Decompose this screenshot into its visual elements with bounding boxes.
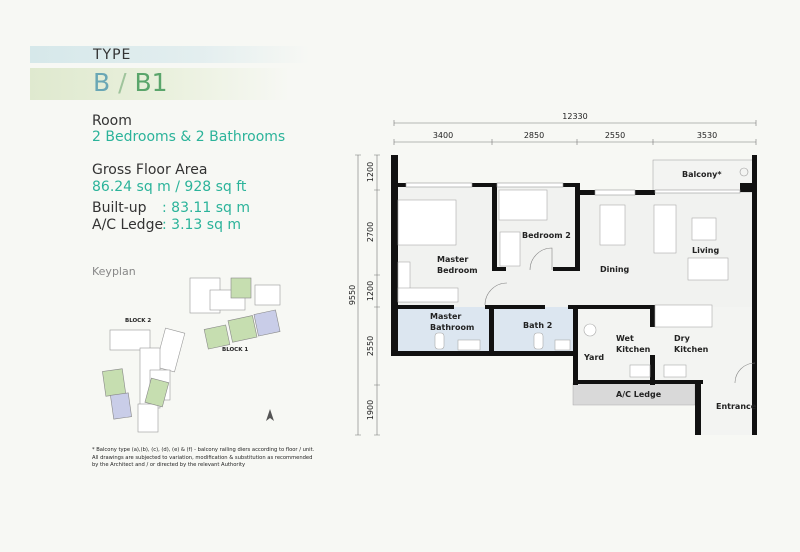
note-line: by the Architect and / or directed by th… <box>92 462 246 468</box>
floor-drain-icon <box>739 167 749 177</box>
sofa <box>653 204 677 254</box>
room-master-bathroom: Master <box>430 312 461 321</box>
dim-depth: 2700 <box>366 222 375 242</box>
furniture <box>397 189 729 378</box>
dining-table <box>599 204 626 246</box>
keyplan-unit-b1 <box>253 309 281 337</box>
sink <box>629 364 651 378</box>
north-arrow-icon <box>266 409 274 421</box>
type-band <box>30 46 310 63</box>
keyplan-unit-b <box>144 377 170 408</box>
keyplan-unit-b <box>230 277 252 299</box>
dim-depth: 1200 <box>366 162 375 182</box>
unit-type-title: B / B1 <box>93 68 168 97</box>
toilet-icon <box>434 332 445 350</box>
room-value: 2 Bedrooms & 2 Bathrooms <box>92 129 286 145</box>
room-bedroom-2: Bedroom 2 <box>522 231 571 240</box>
keyplan-unit-b <box>203 324 231 350</box>
entrance-area <box>700 383 752 435</box>
type-separator: / <box>118 68 127 97</box>
type-b: B <box>93 68 111 97</box>
room-label: Room <box>92 113 132 129</box>
room-master-bedroom: Bedroom <box>437 266 478 275</box>
room-balcony: Balcony* <box>682 170 722 179</box>
master-bed <box>397 199 457 246</box>
keyplan-unit <box>109 329 151 351</box>
basin-icon <box>457 339 481 351</box>
dim-depth: 1900 <box>366 400 375 420</box>
sofa <box>687 257 729 281</box>
dim-width: 2550 <box>605 131 625 140</box>
basin-icon <box>554 339 571 351</box>
room-living: Living <box>692 246 719 255</box>
type-label: TYPE <box>93 47 132 63</box>
keyplan-unit-b <box>227 315 258 343</box>
room-yard: Yard <box>583 353 604 362</box>
keyplan-label: Keyplan <box>92 265 136 278</box>
room-wet-kitchen: Wet <box>616 334 634 343</box>
room-bath-2: Bath 2 <box>523 321 552 330</box>
walls <box>391 155 757 435</box>
kitchen-counter <box>654 304 713 328</box>
keyplan-unit-b1 <box>110 392 132 420</box>
door-bedroom2[interactable] <box>529 247 553 271</box>
room-ac-ledge: A/C Ledge <box>616 390 662 399</box>
block-2-label: BLOCK 2 <box>125 318 151 324</box>
washer-icon <box>583 323 597 337</box>
dimension-lines <box>355 120 757 436</box>
type-b1: B1 <box>134 68 168 97</box>
keyplan-unit <box>154 327 186 373</box>
room-dining: Dining <box>600 265 630 274</box>
room-master-bedroom: Master <box>437 255 468 264</box>
wardrobe <box>397 287 459 303</box>
dim-width: 3400 <box>433 131 453 140</box>
bathrooms-fill <box>394 307 573 355</box>
toilet-icon <box>533 332 544 350</box>
dim-width: 2850 <box>524 131 544 140</box>
built-up-label: Built-up <box>92 200 147 216</box>
dim-width: 3530 <box>697 131 717 140</box>
dim-depth: 2550 <box>366 336 375 356</box>
windows <box>405 182 741 196</box>
ac-ledge-label: A/C Ledge <box>92 217 164 233</box>
hob <box>663 364 687 378</box>
keyplan-unit <box>137 403 159 433</box>
wardrobe <box>499 231 521 267</box>
bedroom2-bed <box>498 189 548 221</box>
gfa-label: Gross Floor Area <box>92 162 208 178</box>
block-1-label: BLOCK 1 <box>222 347 248 353</box>
coffee-table <box>691 217 717 241</box>
room-dry-kitchen: Kitchen <box>674 345 709 354</box>
doors <box>484 247 756 384</box>
note-line: All drawings are subjected to variation,… <box>92 455 313 461</box>
ac-ledge-value: : 3.13 sq m <box>162 217 242 233</box>
door-entrance[interactable] <box>734 362 756 384</box>
room-dry-kitchen: Dry <box>674 334 691 343</box>
dim-depth: 1200 <box>366 281 375 301</box>
keyplan-unit <box>254 284 281 306</box>
door-master-bedroom[interactable] <box>484 282 508 306</box>
room-entrance: Entrance <box>716 402 757 411</box>
gfa-value: 86.24 sq m / 928 sq ft <box>92 179 247 195</box>
dim-total-depth: 9550 <box>348 285 357 305</box>
note-line: * Balcony type (a),(b), (c), (d), (e) & … <box>92 447 315 453</box>
balcony-area <box>652 159 754 193</box>
dim-total-width: 12330 <box>562 112 587 121</box>
room-master-bathroom: Bathroom <box>430 323 474 332</box>
type-name-band <box>30 68 290 100</box>
room-wet-kitchen: Kitchen <box>616 345 651 354</box>
built-up-value: : 83.11 sq m <box>162 200 250 216</box>
